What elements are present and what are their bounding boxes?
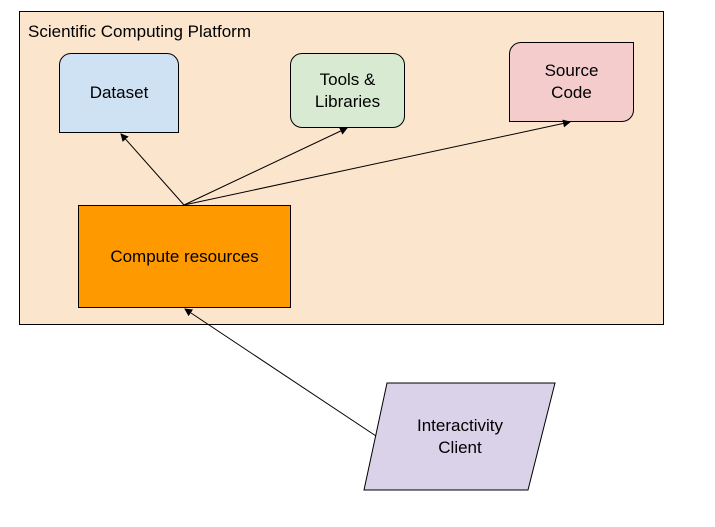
tools-libraries-label: Tools & Libraries — [314, 69, 381, 111]
dataset-label: Dataset — [89, 83, 149, 102]
dataset-node: Dataset — [59, 53, 179, 133]
compute-resources-node: Compute resources — [78, 205, 291, 308]
interactivity-client-label: Interactivity Client — [380, 415, 540, 459]
arrow-client-to-compute — [184, 308, 377, 437]
interactivity-client-text: Interactivity Client — [417, 416, 503, 457]
source-code-label: Source Code — [544, 61, 599, 102]
tools-libraries-node: Tools & Libraries — [290, 53, 405, 128]
interactivity-client-node — [363, 382, 556, 491]
source-code-node: Source Code — [509, 42, 634, 122]
compute-resources-label: Compute resources — [110, 246, 259, 266]
arrow-compute-to-tools — [183, 127, 348, 206]
platform-title: Scientific Computing Platform — [28, 22, 251, 41]
arrow-compute-to-dataset — [120, 133, 185, 206]
arrow-compute-to-source — [183, 119, 571, 206]
